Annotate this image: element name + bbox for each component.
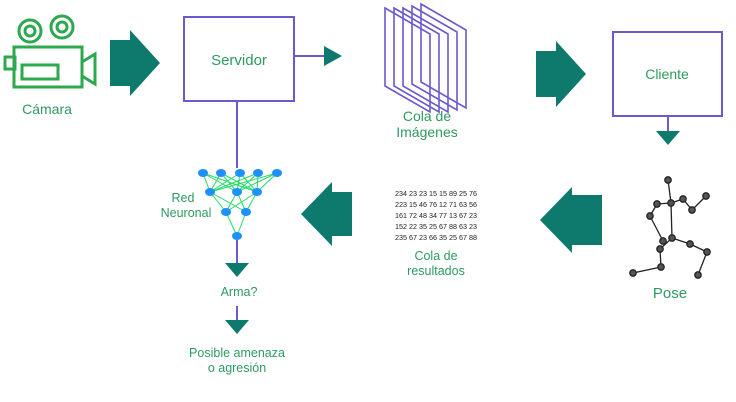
image-queue-label-2: Imágenes	[396, 124, 457, 140]
neural-network-icon	[198, 169, 282, 240]
arrow-results-to-network	[301, 182, 352, 246]
results-row: 223 15 46 76 12 71 63 56	[395, 200, 477, 209]
image-queue-icon	[384, 2, 467, 114]
camera-label: Cámara	[22, 101, 72, 117]
arrow-client-down	[656, 131, 680, 145]
pose-skeleton-icon	[629, 176, 711, 279]
arrow-camera-to-server	[110, 30, 160, 96]
neural-net-label-2: Neuronal	[161, 206, 212, 220]
threat-label-2: o agresión	[208, 361, 266, 375]
arrow-server-to-queue	[324, 46, 342, 66]
results-row: 161 72 48 34 77 13 67 23	[395, 211, 477, 220]
server-box	[183, 16, 295, 102]
weapon-question-label: Arma?	[221, 285, 258, 299]
arrow-pose-to-results	[540, 187, 602, 253]
arrow-network-down	[225, 263, 249, 277]
results-row: 235 67 23 66 35 25 67 88	[395, 233, 477, 242]
results-matrix: 234 23 23 15 15 89 25 76 223 15 46 76 12…	[395, 189, 477, 242]
server-label: Servidor	[211, 52, 267, 69]
arrow-weapon-down	[225, 320, 249, 334]
camera-icon	[3, 14, 97, 89]
client-label: Cliente	[645, 66, 689, 82]
arrow-queue-to-client	[536, 41, 586, 107]
results-row: 152 22 35 25 67 88 63 23	[395, 222, 477, 231]
threat-label-1: Posible amenaza	[189, 346, 285, 360]
results-queue-label-1: Cola de	[414, 249, 457, 263]
image-queue-label-1: Cola de	[403, 108, 451, 124]
neural-net-label-1: Red	[172, 191, 195, 205]
results-row: 234 23 23 15 15 89 25 76	[395, 189, 477, 198]
pose-label: Pose	[653, 285, 687, 302]
results-queue-label-2: resultados	[407, 264, 465, 278]
